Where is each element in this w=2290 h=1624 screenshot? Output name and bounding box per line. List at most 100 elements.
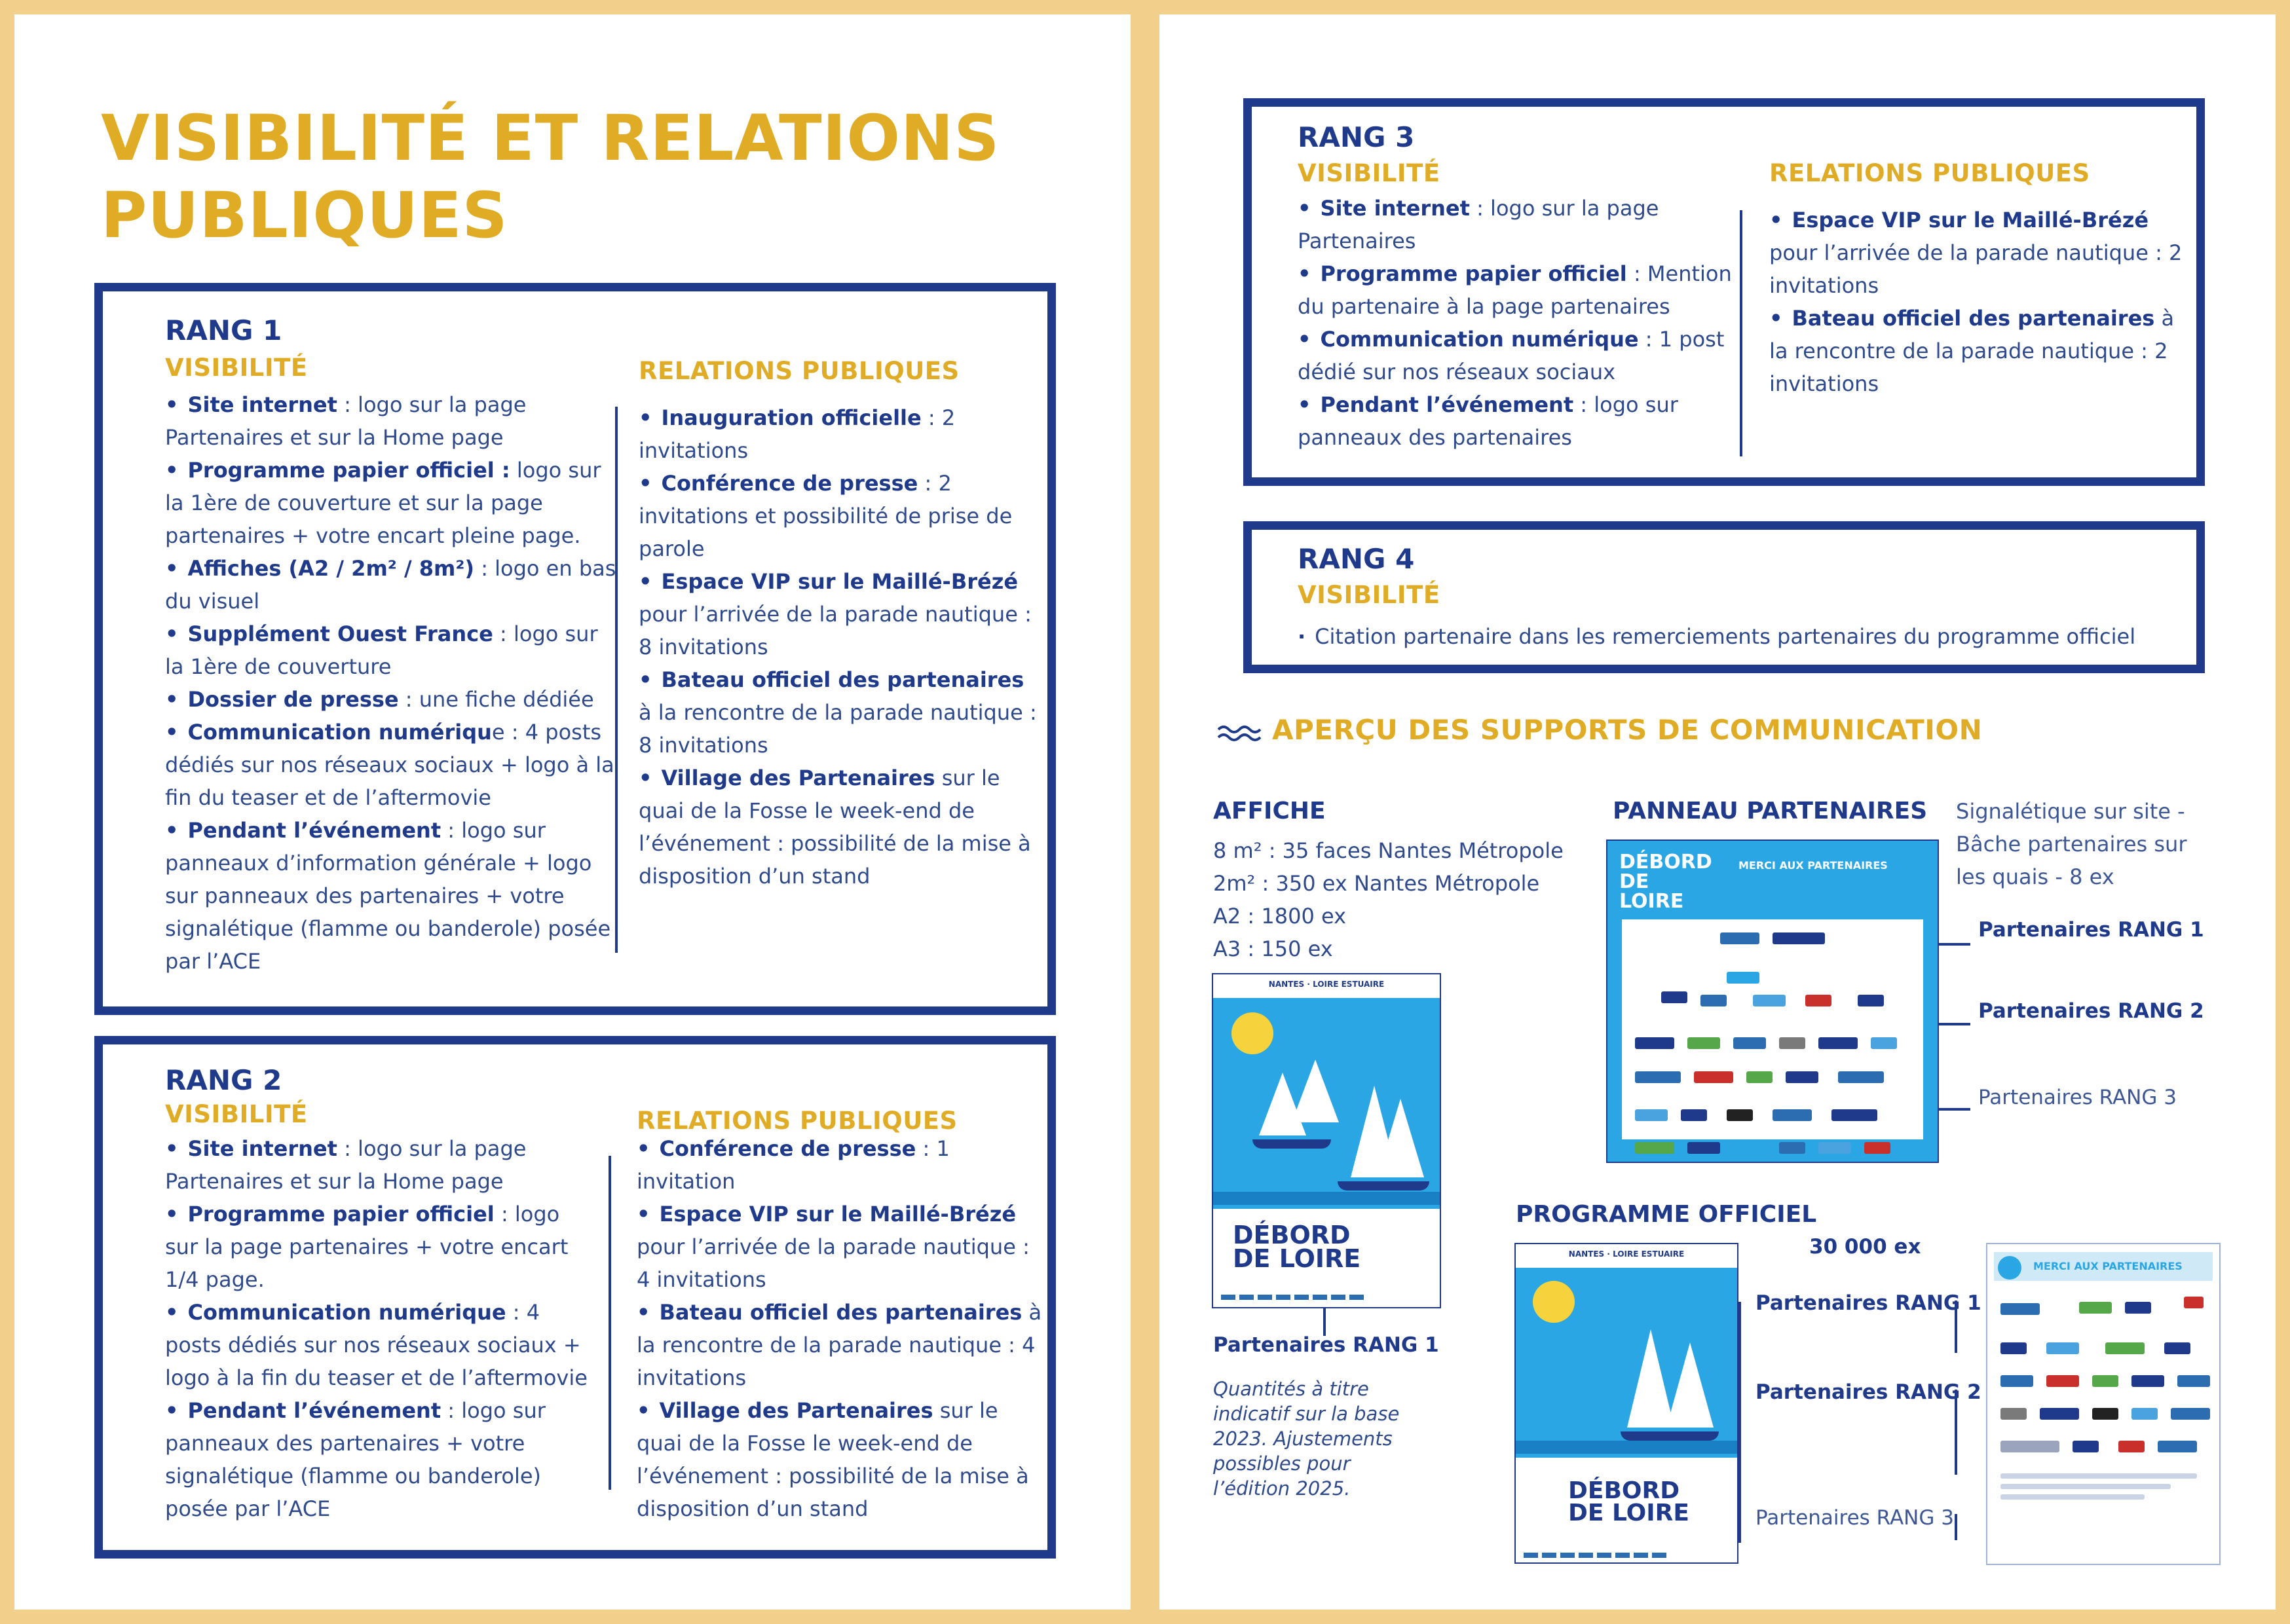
item-text: : 1 post dédié sur nos réseaux sociaux bbox=[1298, 327, 1725, 384]
programme-rang3-connector bbox=[1955, 1514, 1957, 1540]
item-label: Pendant l’événement bbox=[1320, 392, 1574, 417]
list-item: •Bateau officiel des partenaires à la re… bbox=[1769, 302, 2188, 400]
logo-mark bbox=[2000, 1342, 2027, 1354]
logo-mark bbox=[1221, 1295, 1235, 1300]
poster-hull bbox=[1338, 1181, 1429, 1190]
poster-top-band: NANTES · LOIRE ESTUAIRE bbox=[1516, 1244, 1737, 1268]
list-item: •Programme papier officiel : logo sur la… bbox=[165, 1198, 597, 1296]
item-label: Bateau officiel des partenaires bbox=[659, 1300, 1023, 1325]
poster-logos bbox=[1221, 1290, 1432, 1300]
logo-mark bbox=[1687, 1037, 1720, 1049]
logo-mark bbox=[1331, 1295, 1345, 1300]
rang1-relations-heading: RELATIONS PUBLIQUES bbox=[639, 357, 960, 385]
bullet: • bbox=[165, 720, 179, 745]
list-item: •Pendant l’événement : logo sur panneaux… bbox=[165, 1394, 597, 1525]
logo-mark bbox=[1700, 995, 1727, 1006]
poster-brand-line-2: DE LOIRE bbox=[1233, 1244, 1361, 1274]
logo-mark bbox=[2046, 1342, 2079, 1354]
rang3-relations-heading: RELATIONS PUBLIQUES bbox=[1769, 159, 2090, 187]
apercu-title: APERÇU DES SUPPORTS DE COMMUNICATION bbox=[1217, 714, 1982, 746]
rang3-heading: RANG 3 bbox=[1298, 121, 1415, 153]
item-label: Espace VIP sur le Maillé-Brézé bbox=[661, 569, 1019, 594]
logo-mark bbox=[1818, 1142, 1851, 1154]
affiche-connector bbox=[1323, 1308, 1326, 1336]
item-label: Conférence de presse bbox=[661, 471, 918, 496]
rang2-relations-items: •Conférence de presse : 1 invitation•Esp… bbox=[637, 1132, 1043, 1525]
item-label: Pendant l’événement bbox=[187, 1398, 441, 1423]
logo-mark bbox=[1239, 1295, 1254, 1300]
rang1-relations-list: •Inauguration officielle : 2 invitations… bbox=[639, 401, 1038, 893]
item-text: : 2 invitations bbox=[639, 405, 956, 463]
list-item: •Village des Partenaires sur le quai de … bbox=[637, 1394, 1043, 1525]
logo-mark bbox=[1579, 1553, 1593, 1558]
list-item: •Bateau officiel des partenaires à la re… bbox=[639, 663, 1038, 762]
rang3-relations-list: •Espace VIP sur le Maillé-Brézé pour l’a… bbox=[1769, 204, 2188, 400]
logo-mark bbox=[1635, 1109, 1668, 1121]
bullet: • bbox=[639, 667, 652, 692]
bullet: • bbox=[1298, 392, 1311, 417]
logo-mark bbox=[1864, 1142, 1890, 1154]
logo-mark bbox=[1858, 995, 1884, 1006]
bullet: • bbox=[165, 1398, 179, 1423]
poster-brand: DÉBORD DE LOIRE bbox=[1233, 1223, 1361, 1274]
affiche-thumbnail: NANTES · LOIRE ESTUAIRE DÉBORD DE LOIRE bbox=[1212, 973, 1441, 1308]
list-item: •Communication numérique : 4 posts dédié… bbox=[165, 716, 617, 814]
panneau-rang2-label: Partenaires RANG 2 bbox=[1978, 999, 2204, 1023]
bullet: • bbox=[165, 621, 179, 646]
item-text: : 4 posts dédiés sur nos réseaux sociaux… bbox=[165, 1300, 588, 1390]
list-item: •Site internet : logo sur la page Parten… bbox=[1298, 192, 1743, 257]
program-page-emblem bbox=[1998, 1256, 2021, 1280]
item-text: : une fiche dédiée bbox=[398, 687, 594, 712]
rang3-box: RANG 3 VISIBILITÉ •Site internet : logo … bbox=[1243, 98, 2205, 486]
logo-mark bbox=[1727, 972, 1759, 984]
rang2-heading: RANG 2 bbox=[165, 1064, 282, 1096]
poster-hull bbox=[1621, 1431, 1719, 1441]
poster-logos bbox=[1524, 1548, 1729, 1558]
item-label: Conférence de presse bbox=[659, 1136, 916, 1161]
rang3-visibility-items: •Site internet : logo sur la page Parten… bbox=[1298, 192, 1743, 454]
item-label: Affiches (A2 / 2m² / 8m²) bbox=[187, 556, 475, 581]
logo-mark bbox=[2000, 1441, 2059, 1452]
list-item: •Affiches (A2 / 2m² / 8m²) : logo en bas… bbox=[165, 552, 617, 618]
poster-sail bbox=[1666, 1342, 1714, 1428]
logo-mark bbox=[1258, 1295, 1272, 1300]
logo-mark bbox=[1635, 1037, 1674, 1049]
item-label: Bateau officiel des partenaires bbox=[1792, 306, 2155, 331]
panneau-signage: Signalétique sur site - Bâche partenaire… bbox=[1956, 795, 2187, 893]
logo-mark bbox=[2105, 1342, 2145, 1354]
logo-mark bbox=[1746, 1071, 1773, 1083]
bullet: • bbox=[165, 556, 179, 581]
item-text: pour l’arrivée de la parade nautique : 4… bbox=[637, 1234, 1030, 1292]
logo-mark bbox=[2092, 1408, 2118, 1420]
item-label: Communication numériqu bbox=[187, 720, 492, 745]
list-item: •Espace VIP sur le Maillé-Brézé pour l’a… bbox=[1769, 204, 2188, 302]
logo-mark bbox=[2000, 1494, 2145, 1500]
rang3-divider bbox=[1740, 210, 1742, 456]
rang1-visibility-list: •Site internet : logo sur la page Parten… bbox=[165, 388, 617, 978]
signage-line: les quais - 8 ex bbox=[1956, 864, 2114, 889]
poster-band-text: NANTES · LOIRE ESTUAIRE bbox=[1568, 1249, 1685, 1259]
poster-brand: DÉBORD DE LOIRE bbox=[1568, 1479, 1689, 1524]
item-label: Village des Partenaires bbox=[659, 1398, 933, 1423]
panel-title: MERCI AUX PARTENAIRES bbox=[1738, 859, 1888, 872]
rang3-visibility-heading: VISIBILITÉ bbox=[1298, 159, 1440, 187]
logo-mark bbox=[2000, 1408, 2027, 1420]
logo-mark bbox=[1694, 1071, 1733, 1083]
poster-wave bbox=[1213, 1192, 1440, 1205]
logo-mark bbox=[1753, 995, 1786, 1006]
logo-mark bbox=[1276, 1295, 1290, 1300]
affiche-line: A3 : 150 ex bbox=[1213, 936, 1333, 961]
logo-mark bbox=[1681, 1109, 1707, 1121]
panneau-heading: PANNEAU PARTENAIRES bbox=[1613, 798, 1928, 824]
list-item: •Site internet : logo sur la page Parten… bbox=[165, 388, 617, 454]
list-item: •Communication numérique : 1 post dédié … bbox=[1298, 323, 1743, 388]
rang1-divider bbox=[615, 407, 618, 953]
panel-logos-area bbox=[1622, 919, 1923, 1154]
logo-mark bbox=[2000, 1303, 2040, 1315]
list-item: •Pendant l’événement : logo sur panneaux… bbox=[165, 814, 617, 978]
item-label: Communication numérique bbox=[187, 1300, 506, 1325]
logo-mark bbox=[2046, 1375, 2079, 1387]
rang1-visibility-heading: VISIBILITÉ bbox=[165, 354, 308, 382]
logo-mark bbox=[2079, 1302, 2112, 1314]
list-item: •Dossier de presse : une fiche dédiée bbox=[165, 683, 617, 716]
